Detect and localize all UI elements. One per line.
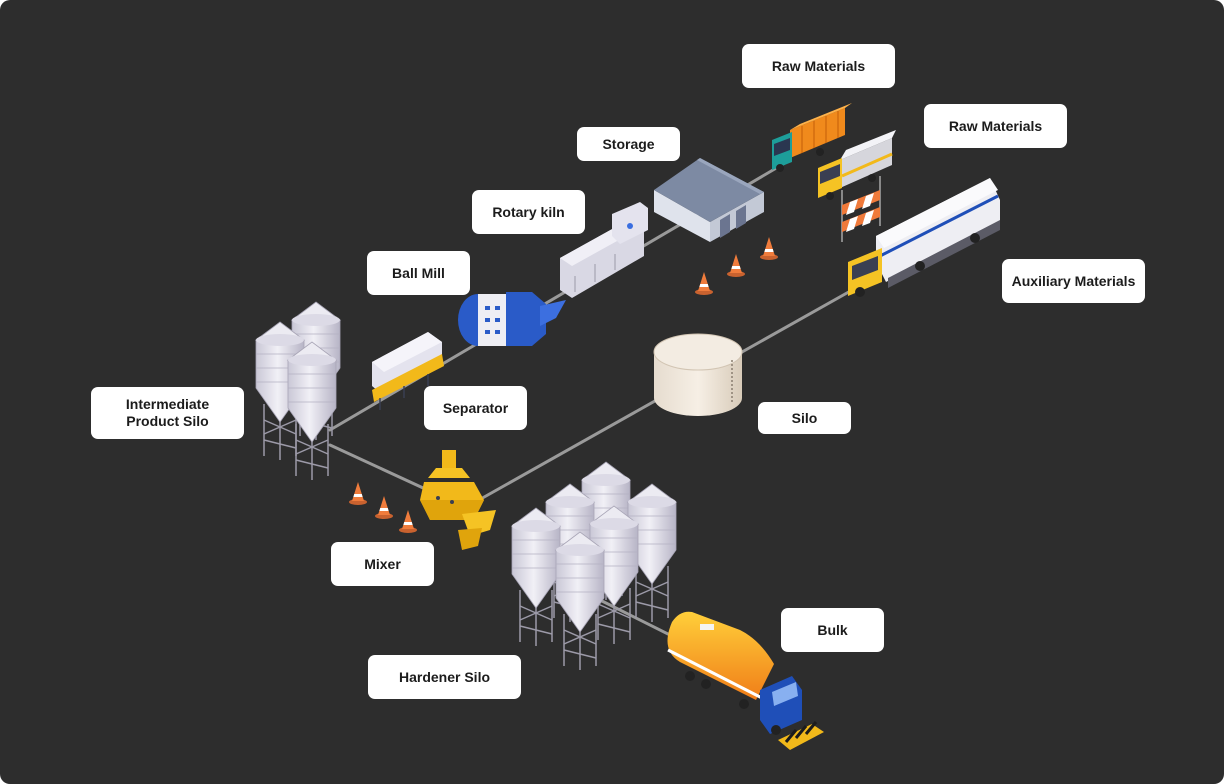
warehouse-icon (654, 158, 764, 242)
label-separator: Separator (424, 386, 527, 430)
label-intermediate-line2: Product Silo (126, 413, 209, 429)
mixer-icon (420, 450, 496, 550)
label-auxiliary-materials-text: Auxiliary Materials (1011, 272, 1136, 289)
label-raw-materials-2-text: Raw Materials (948, 117, 1043, 134)
label-rotary-kiln-text: Rotary kiln (492, 203, 565, 220)
dump-truck-icon (772, 103, 852, 172)
label-bulk-text: Bulk (817, 621, 848, 638)
label-intermediate-product-silo: Intermediate Product Silo (91, 387, 244, 439)
rotary-kiln-icon (560, 202, 648, 298)
label-raw-materials-2: Raw Materials (924, 104, 1067, 148)
bulk-tanker-truck-icon (667, 611, 824, 750)
auxiliary-tanker-truck-icon (848, 178, 1000, 297)
label-auxiliary-materials: Auxiliary Materials (1002, 259, 1145, 303)
label-raw-materials-1: Raw Materials (742, 44, 895, 88)
label-ball-mill-text: Ball Mill (392, 264, 445, 281)
hardener-silo-icon (511, 461, 677, 671)
label-rotary-kiln: Rotary kiln (472, 190, 585, 234)
label-storage: Storage (577, 127, 680, 161)
label-bulk: Bulk (781, 608, 884, 652)
separator-icon (372, 332, 444, 410)
label-intermediate-line1: Intermediate (125, 396, 210, 412)
label-silo: Silo (758, 402, 851, 434)
silo-tank-icon (653, 333, 743, 416)
label-ball-mill: Ball Mill (367, 251, 470, 295)
tanker-truck-icon (818, 130, 896, 200)
label-storage-text: Storage (602, 135, 655, 152)
label-raw-materials-1-text: Raw Materials (771, 57, 866, 74)
label-hardener-silo-text: Hardener Silo (398, 668, 491, 685)
label-mixer-text: Mixer (364, 555, 401, 572)
label-mixer: Mixer (331, 542, 434, 586)
label-silo-text: Silo (791, 409, 818, 426)
ball-mill-icon (458, 292, 566, 346)
label-hardener-silo: Hardener Silo (368, 655, 521, 699)
label-separator-text: Separator (442, 399, 509, 416)
intermediate-silo-icon (255, 301, 341, 481)
road-barrier-icon (841, 176, 881, 242)
